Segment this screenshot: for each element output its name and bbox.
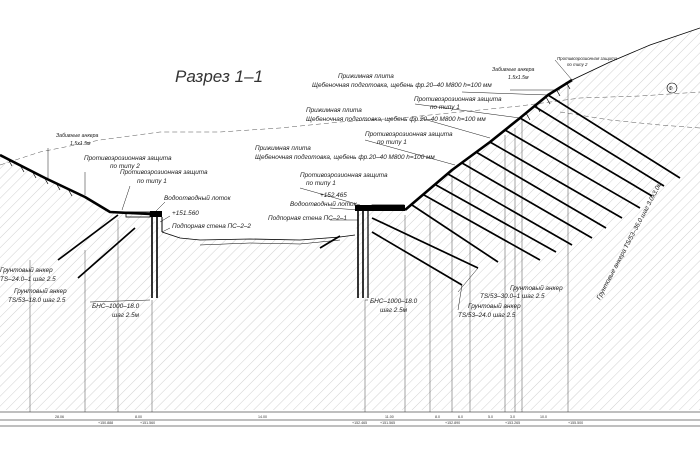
slab-1-detail: Щебеночная подготовка, щебень фр.20–40 М…: [312, 81, 492, 89]
erosion-left-2-type: по типу 1: [137, 178, 167, 185]
pile-right-label: БНС–1000–18.0: [370, 298, 418, 305]
drain-right-label: Водоотводный лоток: [290, 200, 358, 208]
table-distance: 8.00: [135, 415, 142, 419]
table-distance: 11.00: [385, 415, 394, 419]
erosion-top-right-type: по типу 2: [567, 62, 588, 67]
pile-right-step: шаг 2.5м: [380, 307, 408, 314]
erosion-left-1-label: Противоэрозионная защита: [84, 155, 172, 162]
soil-anchor-left-2: [77, 227, 136, 279]
table-distance: 14.00: [258, 415, 267, 419]
soil-anchor-right-2-label: Грунтовый анкер: [468, 302, 521, 310]
table-station: +150.888: [98, 421, 113, 425]
pile-left-label: БНС–1000–18.0: [92, 303, 140, 310]
retaining-wall-right: [355, 204, 405, 298]
original-ground-line: [0, 91, 700, 166]
ground-profile-left: [0, 153, 151, 216]
anchor-top-right-label: Забивные анкера: [492, 67, 535, 73]
erosion-2-label: Противоэрозионная защита: [414, 96, 502, 103]
pile-left-step: шаг 2.5м: [112, 312, 140, 319]
table-station: +152.890: [445, 421, 460, 425]
ground-profile-upper: [571, 27, 700, 81]
slope-anchors: [411, 94, 681, 263]
table-station: +153.265: [505, 421, 520, 425]
section-marker-circle: [666, 82, 678, 94]
anchor-left-label: Забивные анкера: [56, 133, 99, 139]
table-station: +155.500: [568, 421, 583, 425]
pit-floor-inner: [199, 239, 341, 246]
table-distance: 3.0: [510, 415, 515, 419]
slab-3-label: Прижимная плита: [255, 145, 311, 152]
leader-lines: [47, 59, 573, 311]
wall-left-label: Подпорная стена ПС–2–2: [172, 222, 251, 230]
elevation-right: +152.465: [320, 192, 347, 199]
erosion-3-type: по типу 1: [377, 139, 407, 146]
original-ground-line-right: [559, 111, 700, 129]
soil-anchor-left-1: [57, 214, 119, 261]
driven-anchors-left: [7, 158, 73, 197]
drain-left-label: Водоотводный лоток: [164, 194, 232, 202]
bottom-table: [0, 411, 700, 427]
erosion-4-label: Противоэрозионная защита: [300, 172, 388, 179]
erosion-3-label: Противоэрозионная защита: [365, 131, 453, 138]
anchor-top-right-size: 1.5х1.5м: [508, 75, 529, 81]
retaining-wall-left: [125, 211, 163, 298]
soil-anchor-right-1-label: Грунтовый анкер: [510, 284, 563, 292]
table-distance: 8.0: [435, 415, 440, 419]
soil-anchor-right-2-spec: ТS/53–24.0 шаг 2.5: [458, 312, 516, 319]
soil-hatch: [0, 28, 700, 410]
slab-3-detail: Щебеночная подготовка, щебень фр.20–40 М…: [255, 153, 435, 161]
erosion-4-type: по типу 1: [306, 180, 336, 187]
table-station: +151.560: [140, 421, 155, 425]
soil-anchor-right-1-spec: ТS/53–30.0–1 шаг 2.5: [480, 293, 545, 300]
table-station: +151.565: [380, 421, 395, 425]
soil-anchor-left-2-spec: ТS/53–18.0 шаг 2.5: [8, 297, 66, 304]
slab-1-label: Прижимная плита: [338, 73, 394, 80]
soil-anchor-left-1-label: Грунтовый анкер: [0, 266, 53, 274]
station-lines: [29, 85, 569, 412]
pit-floor: [161, 231, 356, 241]
slab-2-label: Прижимная плита: [306, 107, 362, 114]
section-marker: Ф: [669, 86, 673, 92]
soil-anchor-pit: [319, 235, 341, 249]
erosion-left-2-label: Противоэрозионная защита: [120, 169, 208, 176]
erosion-left-1-type: по типу 2: [110, 163, 140, 170]
slab-2-detail: Щебеночная подготовка, щебень фр.20–40 М…: [306, 115, 486, 123]
erosion-2-type: по типу 1: [430, 104, 460, 111]
table-distance: 10.0: [540, 415, 547, 419]
wall-right-label: Подпорная стена ПС–2–1: [268, 214, 347, 222]
soil-anchor-right-2: [371, 231, 463, 286]
erosion-top-right-label: Противоэрозионная защита: [557, 56, 618, 61]
table-distance: 5.0: [488, 415, 493, 419]
table-distance: 28.06: [55, 415, 64, 419]
elevation-left: +151.560: [172, 210, 199, 217]
soil-anchor-left-1-spec: ТS–24.0–1 шаг 2.5: [0, 276, 56, 283]
soil-anchor-right-1: [371, 217, 479, 269]
soil-anchor-left-2-label: Грунтовый анкер: [14, 287, 67, 295]
table-station: +152.465: [352, 421, 367, 425]
anchor-left-size: 1.5х1.5м: [70, 141, 91, 147]
drawing-title: Разрез 1–1: [175, 67, 263, 86]
bottom-table-values: 28.06 8.00 14.00 11.00 8.0 6.0 5.0 3.0 10.0 +150.…: [55, 415, 583, 425]
table-distance: 6.0: [458, 415, 463, 419]
